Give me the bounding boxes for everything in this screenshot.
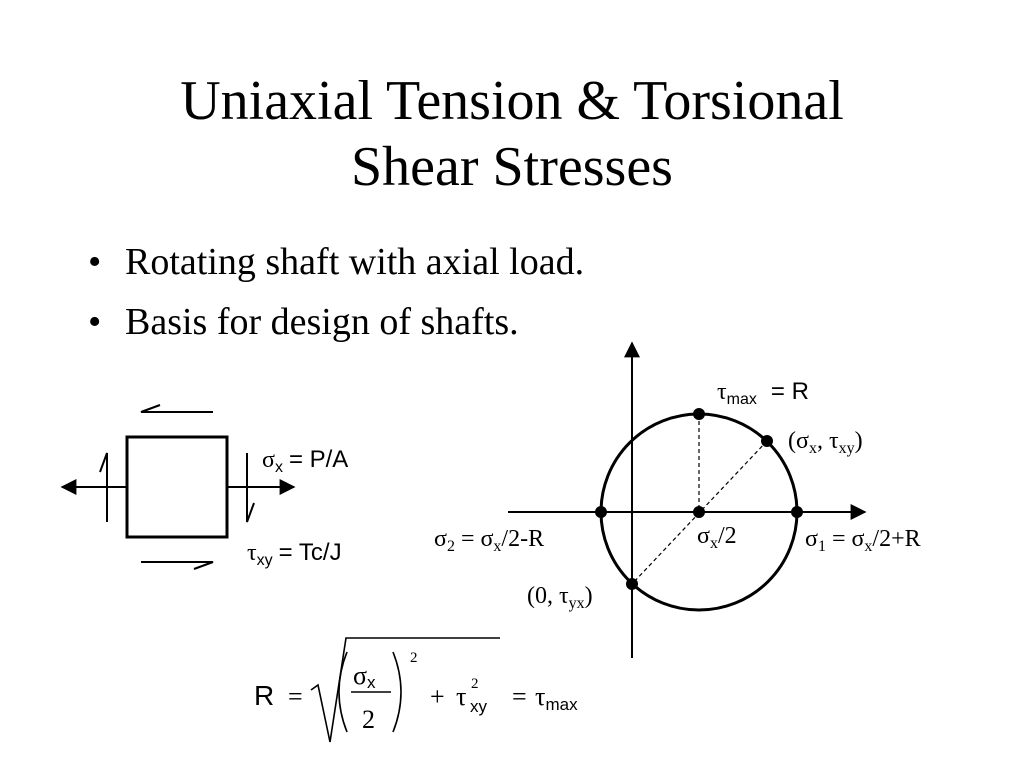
- formula-equals: =: [288, 682, 303, 711]
- shear-arrow-top: [140, 404, 213, 413]
- shear-arrow-bottom: [141, 561, 214, 570]
- bullet-dot: •: [88, 241, 102, 283]
- bullet-text: Rotating shaft with axial load.: [125, 241, 585, 283]
- formula-equals-2: =: [512, 682, 527, 711]
- tau-xy-superscript: 2: [471, 676, 479, 692]
- tau-max-label: τmax= R: [717, 378, 809, 408]
- fraction-numerator: σx: [353, 661, 376, 692]
- bullet-dot: •: [88, 301, 102, 343]
- sigma-1-label: σ1 = σx/2+R: [805, 526, 921, 555]
- point-tau-max: [693, 408, 705, 420]
- shear-arrow-right: [246, 453, 255, 523]
- point-0-tau-yx: [626, 578, 638, 590]
- bullet-list: • Rotating shaft with axial load. • Basi…: [88, 232, 584, 352]
- point-sigma-x-tau-xy: [761, 435, 773, 447]
- bullet-text: Basis for design of shafts.: [125, 301, 519, 343]
- formula-plus: +: [430, 682, 445, 711]
- tau-max-rhs: τmax: [535, 682, 578, 714]
- stress-element: σx= P/A τxy= Tc/J: [60, 404, 348, 570]
- center-label: σx/2: [697, 523, 737, 552]
- point-center: [693, 506, 705, 518]
- title-line-2: Shear Stresses: [351, 136, 673, 198]
- title-line-1: Uniaxial Tension & Torsional: [180, 70, 844, 132]
- slide-title: Uniaxial Tension & Torsional Shear Stres…: [0, 68, 1024, 200]
- fraction-denominator: 2: [362, 705, 375, 734]
- paren-left: [338, 651, 348, 733]
- tau-xy-symbol: τ: [456, 682, 466, 711]
- point-sigma-2: [595, 506, 607, 518]
- paren-right: [392, 651, 402, 733]
- element-square: [125, 435, 229, 539]
- tau-xy-label: τxy= Tc/J: [247, 539, 342, 569]
- shear-arrow-left: [99, 452, 108, 522]
- tau-xy-subscript: xy: [470, 697, 488, 716]
- fraction-exponent: 2: [410, 650, 418, 666]
- bullet-item: • Rotating shaft with axial load.: [88, 232, 584, 292]
- point-xy-label: (σx, τxy): [788, 428, 863, 457]
- radius-formula: R = σx 2 2 + τ 2 xy = τmax: [254, 637, 578, 743]
- mohr-circle-diagram: τmax= R (σx, τxy) σ2 = σx/2-R σx/2 σ1 = …: [434, 341, 921, 658]
- point-yx-label: (0, τyx): [527, 583, 593, 612]
- sqrt-sign: [310, 637, 500, 743]
- sigma-2-label: σ2 = σx/2-R: [434, 526, 544, 555]
- bullet-item: • Basis for design of shafts.: [88, 292, 584, 352]
- sigma-x-label: σx= P/A: [262, 446, 348, 476]
- formula-lhs: R: [254, 680, 274, 711]
- point-sigma-1: [791, 506, 803, 518]
